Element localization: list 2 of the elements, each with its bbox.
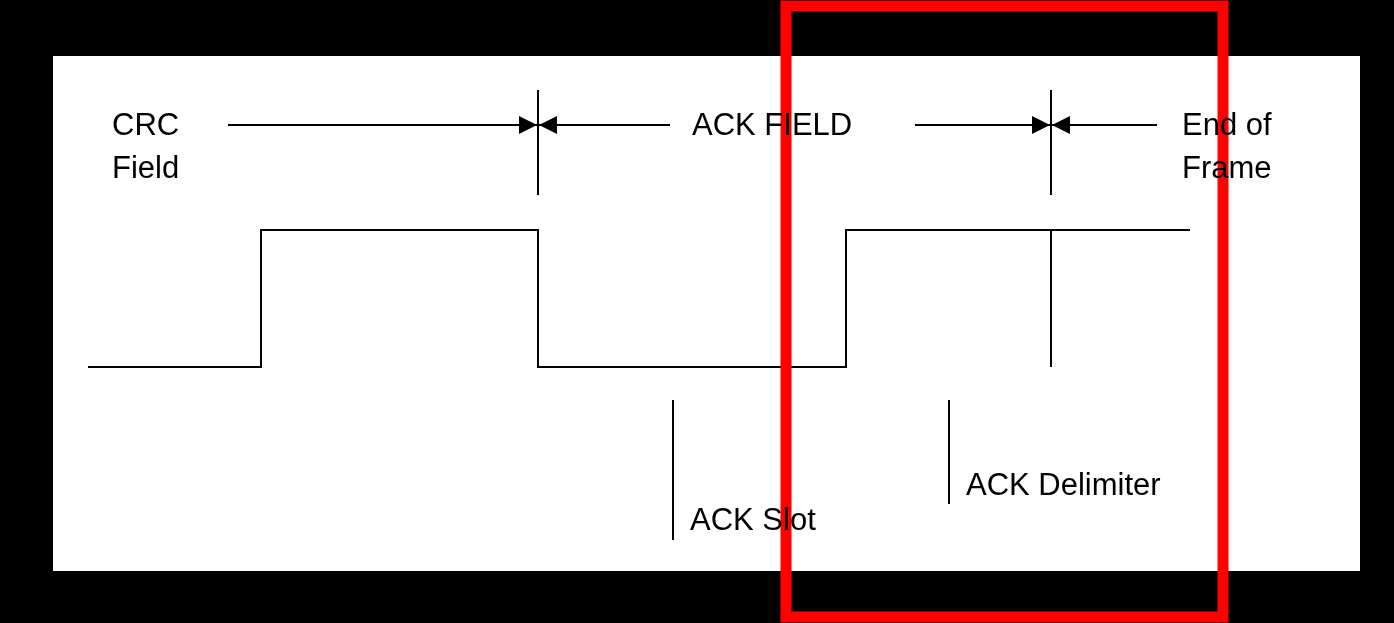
label-text: CRC Field bbox=[112, 106, 181, 187]
label-text: ACK Delimiter bbox=[966, 466, 1162, 504]
